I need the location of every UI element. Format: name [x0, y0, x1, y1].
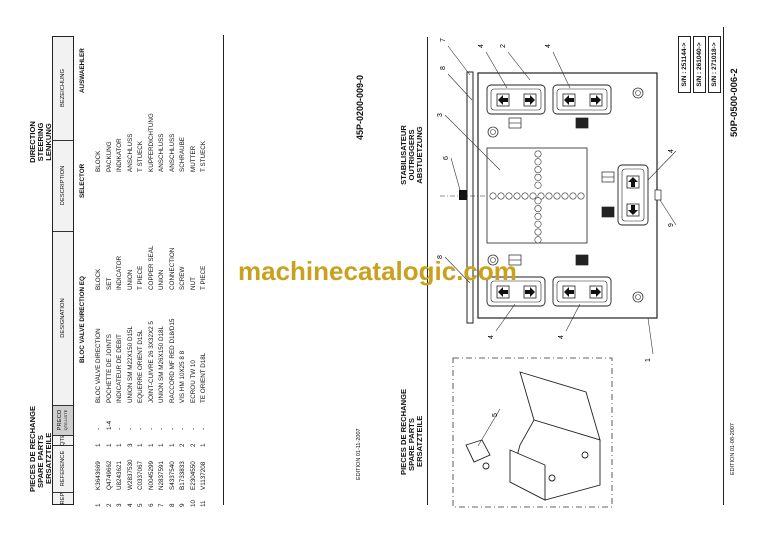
led-indicator [534, 181, 542, 189]
leader-line [495, 303, 516, 332]
leader-line [507, 51, 531, 81]
arrow-left-icon [498, 287, 508, 297]
led-indicator [529, 192, 537, 200]
led-indicator [534, 236, 542, 244]
led-indicator [534, 220, 542, 228]
arrow-left-icon [564, 95, 574, 105]
leader-line [552, 51, 571, 89]
led-indicator [513, 192, 521, 200]
arrow-left-icon [498, 95, 508, 105]
led-indicator [545, 192, 553, 200]
arrow-right-icon [591, 95, 601, 105]
callout-number: 6 [443, 156, 450, 160]
callout-number: 4 [558, 335, 565, 339]
leader-line [447, 73, 473, 101]
led-indicator [534, 173, 542, 181]
switch-housing [617, 164, 649, 226]
screw-icon [632, 291, 644, 303]
connector-cube-icon [465, 439, 491, 470]
led-indicator [534, 158, 542, 166]
leader-line [659, 199, 677, 226]
callout-number: 4 [668, 149, 675, 153]
callout-number: 3 [437, 113, 444, 117]
bolt-icon [654, 189, 662, 201]
leader-line [565, 303, 581, 332]
switch-housing [552, 84, 612, 115]
arrow-up-icon [628, 177, 638, 187]
leader-line [444, 256, 471, 284]
callout-number: 7 [440, 38, 447, 42]
leader-line [647, 150, 677, 181]
callout-number: 4 [488, 335, 495, 339]
leader-line [450, 157, 461, 191]
callout-number: 1 [645, 358, 652, 362]
switch-housing [486, 84, 546, 115]
led-indicator [534, 197, 542, 205]
led-indicator [489, 192, 497, 200]
led-indicator [534, 212, 542, 220]
callout-number: 4 [478, 44, 485, 48]
led-indicator [569, 192, 577, 200]
led-indicator [505, 192, 513, 200]
callout-number: 9 [668, 223, 675, 227]
led-indicator [534, 228, 542, 236]
led-indicator [577, 192, 585, 200]
callout-number: 8 [440, 66, 447, 70]
valve-block-icon [509, 371, 601, 501]
callout-number: 4 [545, 44, 552, 48]
switch-housing [486, 276, 546, 307]
led-indicator [497, 192, 505, 200]
callout-number: 5 [492, 413, 499, 417]
led-indicator [534, 205, 542, 213]
leader-line [447, 45, 471, 76]
leader-line [485, 51, 508, 89]
leader-line [444, 114, 501, 171]
arrow-down-icon [628, 205, 638, 215]
detail-box [452, 357, 613, 508]
leader-line [477, 408, 501, 447]
callout-number: 2 [500, 44, 507, 48]
arrow-right-icon [525, 95, 535, 105]
leader-line [647, 317, 654, 355]
led-indicator [534, 150, 542, 158]
screw-icon [632, 87, 644, 99]
arrow-left-icon [564, 287, 574, 297]
led-indicator [521, 192, 529, 200]
arrow-right-icon [525, 287, 535, 297]
led-indicator [534, 166, 542, 174]
knob-icon [440, 190, 487, 200]
screw-icon [487, 254, 499, 266]
screw-icon [487, 126, 499, 138]
watermark: machinecatalogic.com [238, 256, 517, 286]
led-indicator [561, 192, 569, 200]
callout-number: 8 [437, 255, 444, 259]
switch-housing [552, 276, 612, 307]
arrow-right-icon [591, 287, 601, 297]
led-indicator [553, 192, 561, 200]
